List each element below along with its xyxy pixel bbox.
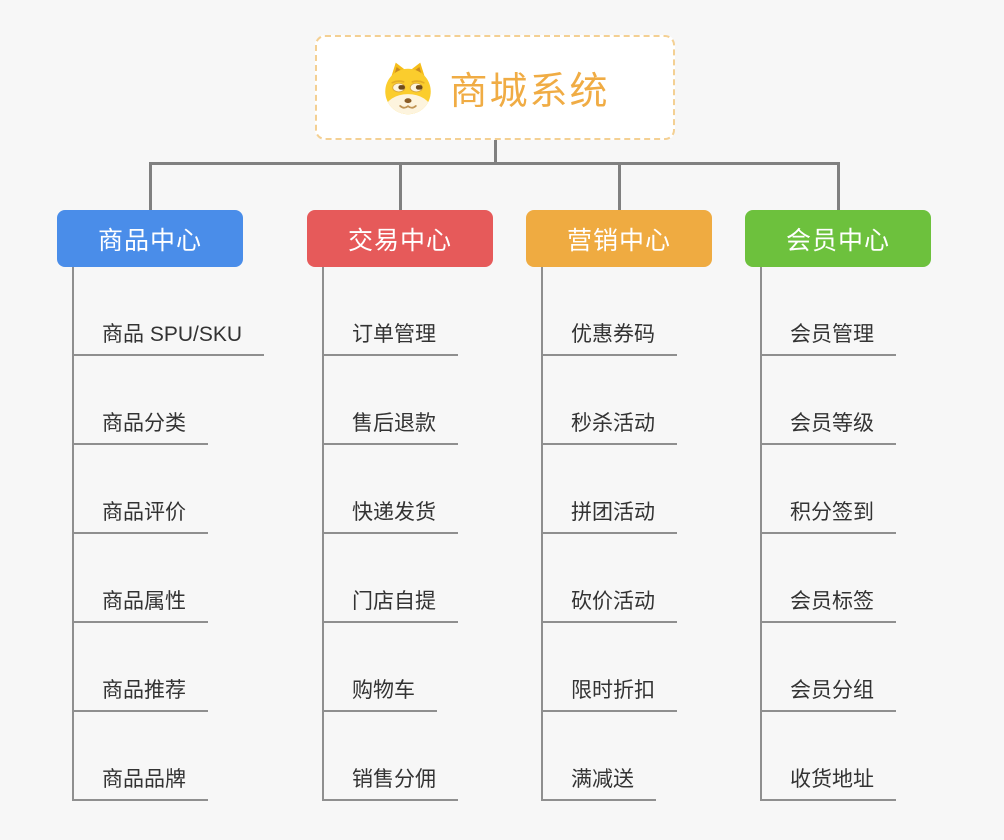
connector-drop-4	[837, 162, 840, 210]
child-node[interactable]: 秒杀活动	[541, 411, 677, 445]
child-node[interactable]: 积分签到	[760, 500, 896, 534]
child-node[interactable]: 商品属性	[72, 589, 208, 623]
branch-node-member-center[interactable]: 会员中心	[745, 210, 931, 267]
child-node[interactable]: 商品推荐	[72, 678, 208, 712]
child-node[interactable]: 售后退款	[322, 411, 458, 445]
child-node[interactable]: 满减送	[541, 767, 656, 801]
child-node[interactable]: 优惠券码	[541, 322, 677, 356]
child-node[interactable]: 门店自提	[322, 589, 458, 623]
child-node[interactable]: 商品品牌	[72, 767, 208, 801]
child-node[interactable]: 会员等级	[760, 411, 896, 445]
branch-spine-trade	[322, 267, 324, 801]
branch-node-trade-center[interactable]: 交易中心	[307, 210, 493, 267]
branch-spine-marketing	[541, 267, 543, 801]
connector-root-stem	[494, 140, 497, 164]
root-title: 商城系统	[449, 71, 610, 113]
connector-drop-2	[399, 162, 402, 210]
branch-node-marketing-center[interactable]: 营销中心	[526, 210, 712, 267]
branch-spine-product	[72, 267, 74, 801]
child-node[interactable]: 收货地址	[760, 767, 896, 801]
child-node[interactable]: 商品评价	[72, 500, 208, 534]
child-node[interactable]: 购物车	[322, 678, 437, 712]
child-node[interactable]: 商品分类	[72, 411, 208, 445]
doge-face-icon	[385, 62, 432, 114]
root-node[interactable]: 商城系统	[315, 35, 675, 140]
branch-node-product-center[interactable]: 商品中心	[57, 210, 243, 267]
child-node[interactable]: 拼团活动	[541, 500, 677, 534]
child-node[interactable]: 快递发货	[322, 500, 458, 534]
child-node[interactable]: 会员管理	[760, 322, 896, 356]
child-node[interactable]: 商品 SPU/SKU	[72, 322, 265, 356]
child-node[interactable]: 订单管理	[322, 322, 458, 356]
connector-bus	[149, 162, 839, 165]
child-node[interactable]: 销售分佣	[322, 767, 458, 801]
child-node[interactable]: 会员分组	[760, 678, 896, 712]
connector-drop-3	[618, 162, 621, 210]
child-node[interactable]: 限时折扣	[541, 678, 677, 712]
branch-spine-member	[760, 267, 762, 801]
connector-drop-1	[149, 162, 152, 210]
child-node[interactable]: 砍价活动	[541, 589, 677, 623]
child-node[interactable]: 会员标签	[760, 589, 896, 623]
